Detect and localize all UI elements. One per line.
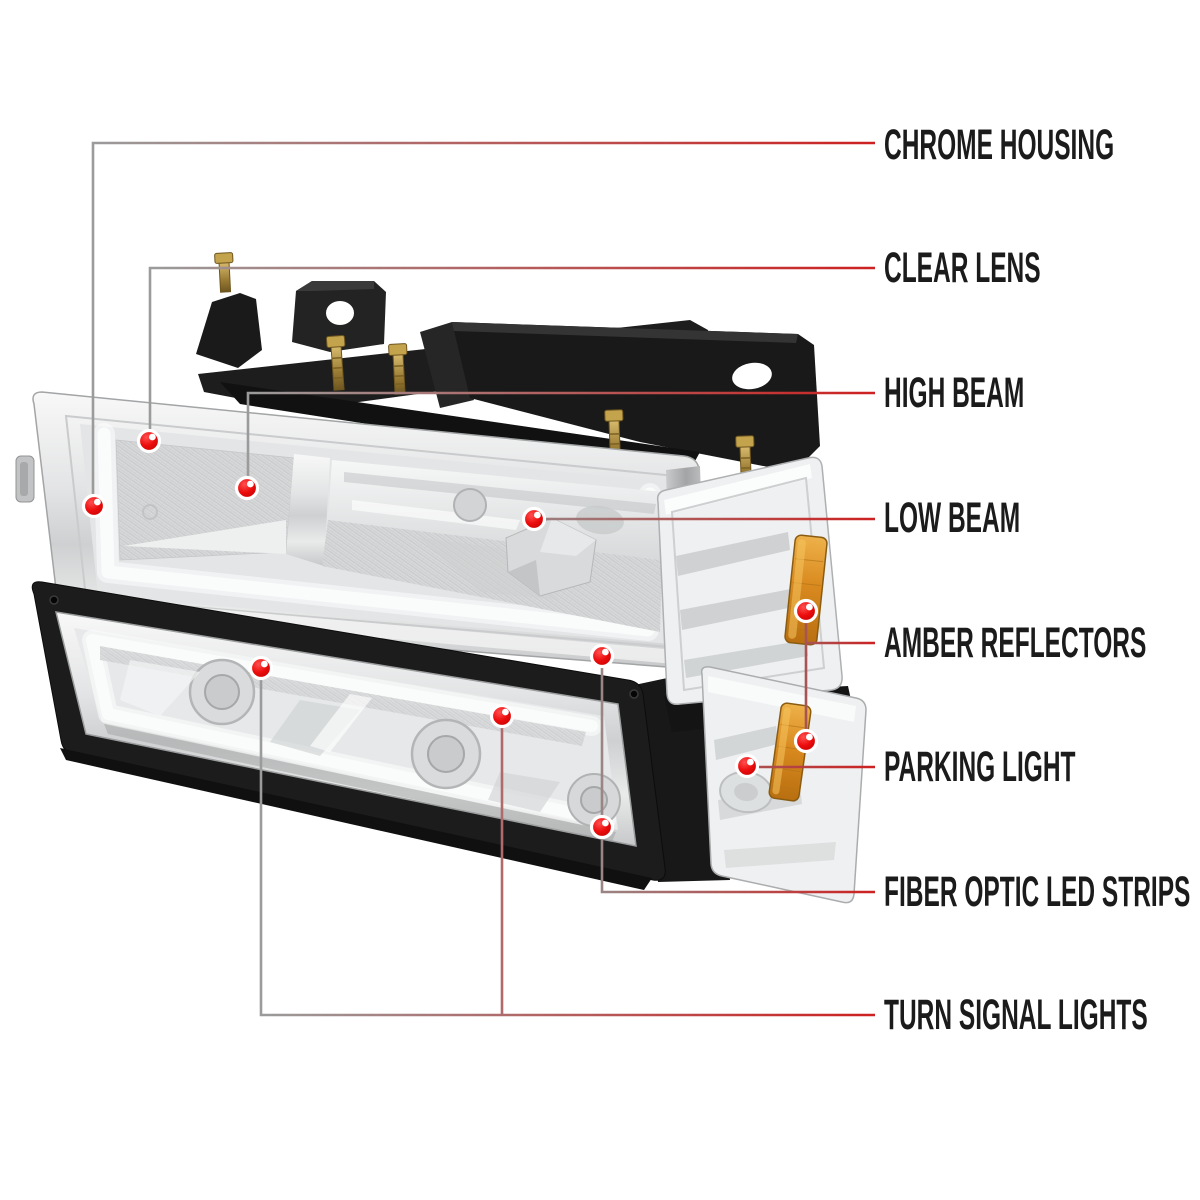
bracket-hole: [732, 362, 772, 390]
side-mounting-tab: [15, 455, 35, 503]
marker-turn-signal-1: [248, 655, 274, 681]
marker-high-beam: [234, 475, 260, 501]
leader-lines: [91, 141, 875, 1017]
marker-fiber-optic-2: [589, 814, 615, 840]
amber-reflector-upper: [784, 534, 828, 646]
marker-parking-light: [734, 753, 760, 779]
label-amber-reflectors: AMBER REFLECTORS: [884, 619, 1147, 667]
leader-line-fiber-optic-led-strips: [600, 656, 875, 894]
headlight-assembly: [32, 391, 706, 670]
bracket-bolt: [325, 335, 346, 391]
marker-fiber-optic-1: [589, 643, 615, 669]
label-turn-signal-lights: TURN SIGNAL LIGHTS: [884, 991, 1148, 1039]
corner-light-lower: [700, 666, 867, 904]
amber-reflector-lower: [768, 702, 812, 802]
shadow-wedge: [60, 748, 652, 890]
label-clear-lens: CLEAR LENS: [884, 244, 1041, 292]
marker-amber-reflector-lower: [793, 728, 819, 754]
callout-markers: [81, 428, 819, 840]
leader-line-high-beam: [246, 391, 875, 488]
leader-line-amber-reflectors: [804, 611, 875, 741]
label-high-beam: HIGH BEAM: [884, 369, 1025, 417]
marker-chrome-housing: [81, 493, 107, 519]
marker-low-beam: [521, 506, 547, 532]
leader-line-chrome-housing: [91, 141, 875, 506]
bracket-hole: [326, 301, 354, 325]
label-chrome-housing: CHROME HOUSING: [884, 121, 1115, 169]
label-low-beam: LOW BEAM: [884, 494, 1021, 542]
marker-clear-lens: [136, 428, 162, 454]
label-parking-light: PARKING LIGHT: [884, 743, 1076, 791]
lens-divider: [286, 454, 330, 566]
bumper-turn-signal-light: [31, 581, 666, 881]
leader-line-clear-lens: [148, 266, 875, 441]
turn-signal-projector: [188, 658, 256, 726]
low-beam-chamber: [322, 460, 664, 632]
marker-turn-signal-2: [489, 703, 515, 729]
bulb-shield: [505, 517, 597, 597]
leader-line-turn-signal-lights: [259, 668, 875, 1017]
high-beam-chamber: [115, 439, 295, 561]
bracket-bolt: [214, 252, 234, 293]
bracket-bolt: [388, 343, 408, 395]
label-fiber-optic-led-strips: FIBER OPTIC LED STRIPS: [884, 868, 1191, 916]
corner-light-upper: [656, 456, 843, 706]
turn-signal-projector: [410, 718, 482, 790]
marker-amber-reflector-upper: [793, 598, 819, 624]
led-strip-channel: [86, 634, 612, 826]
